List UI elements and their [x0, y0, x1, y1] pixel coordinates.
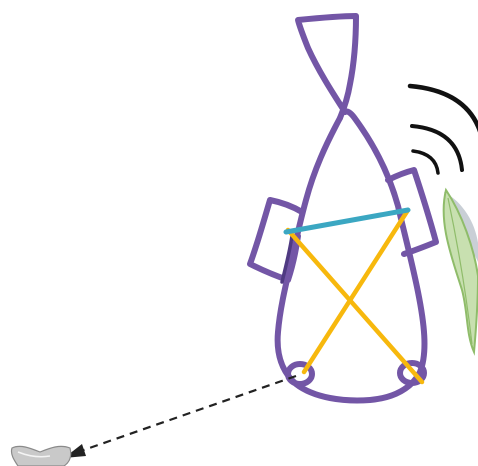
small-grey-object-icon: [11, 446, 70, 466]
dashed-arrow: [64, 376, 296, 458]
signal-arc-large: [410, 86, 478, 150]
signal-wave-icon: [410, 86, 478, 173]
figure-top-loop: [298, 16, 356, 118]
dashed-arrow-line: [78, 376, 296, 452]
yellow-x-lines: [288, 210, 422, 382]
green-leaf-icon: [444, 190, 478, 352]
